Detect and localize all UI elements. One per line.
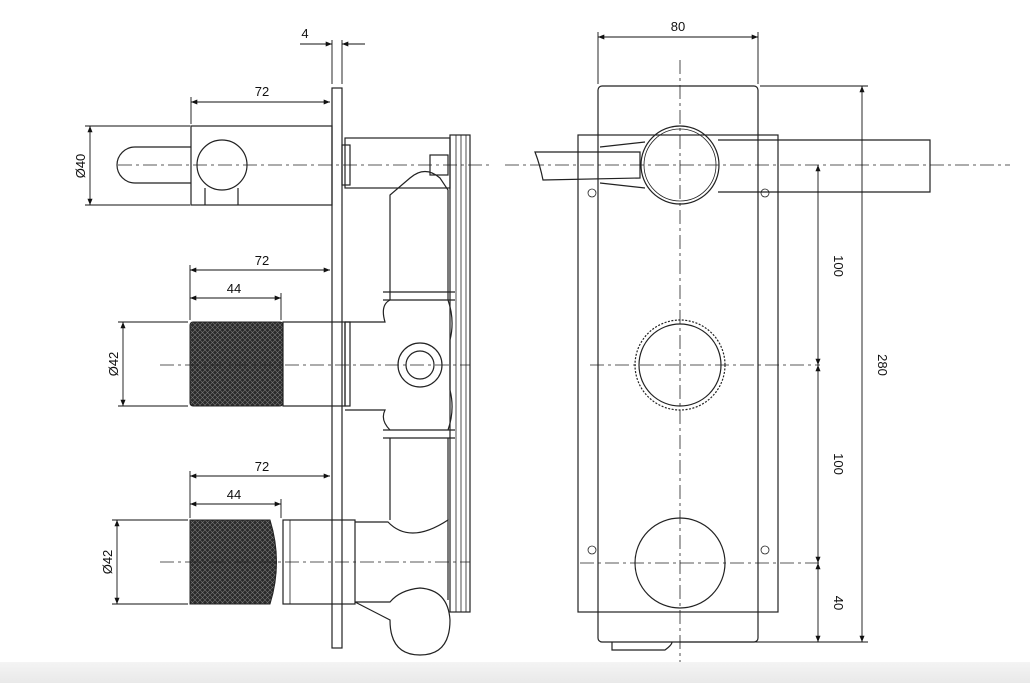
- middle-handle-side: [189, 321, 351, 407]
- dim-plate-height: 280: [875, 354, 890, 376]
- dim-spout-projection: 72: [255, 84, 269, 99]
- dim-middle-projection: 72: [255, 253, 269, 268]
- dim-bottom-knurl: 44: [227, 487, 241, 502]
- dim-middle-knurl: 44: [227, 281, 241, 296]
- valve-body: [341, 134, 471, 656]
- cover-plate: [597, 85, 759, 643]
- front-dimensions: [597, 32, 868, 643]
- wall-plate: [331, 87, 343, 649]
- page-footer-band: [0, 662, 1030, 683]
- dim-bottom-projection: 72: [255, 459, 269, 474]
- dim-spacing-top: 100: [831, 255, 846, 277]
- spout-side: [116, 125, 333, 206]
- dim-bottom-diameter: Ø42: [100, 550, 115, 575]
- dim-plate-width: 80: [671, 19, 685, 34]
- dim-middle-diameter: Ø42: [106, 352, 121, 377]
- dim-spacing-bottom: 100: [831, 453, 846, 475]
- dim-spout-diameter: Ø40: [73, 154, 88, 179]
- side-dimensions: [85, 40, 365, 605]
- dim-bottom-offset: 40: [831, 596, 846, 610]
- mounting-frame: [577, 134, 779, 613]
- side-view: 4 72 Ø40 72 44 Ø42 72 44 Ø42: [73, 26, 490, 656]
- front-view: 80 280 100 100 40: [505, 19, 1010, 662]
- dim-plate-thickness: 4: [301, 26, 308, 41]
